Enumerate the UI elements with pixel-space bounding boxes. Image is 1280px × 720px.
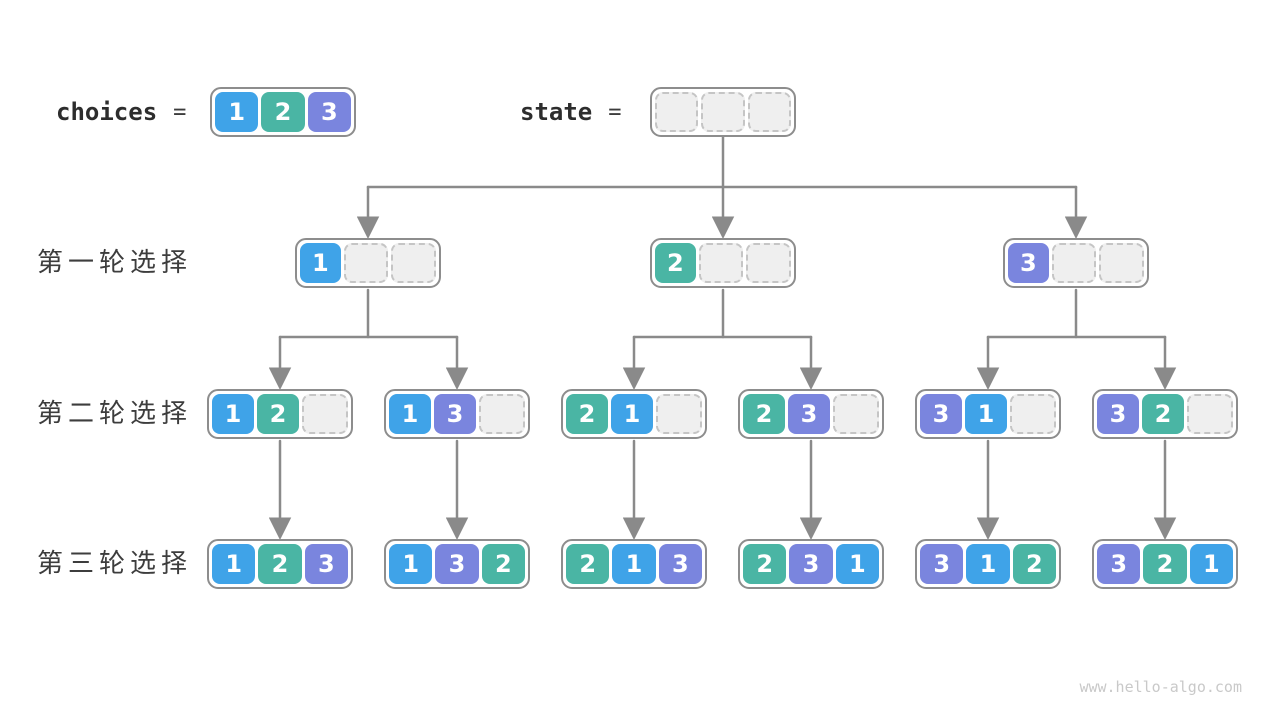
state-label: state <box>520 98 593 126</box>
row-label-round-2: 第二轮选择 <box>37 399 193 429</box>
array-cell-1: 1 <box>835 544 879 584</box>
array-cell-empty <box>302 394 348 434</box>
array-cell-empty <box>747 92 791 132</box>
array-cell-empty <box>698 243 744 283</box>
choices-label: choices <box>56 98 158 126</box>
array-cell-empty <box>343 243 389 283</box>
array-cell-2: 2 <box>743 544 787 584</box>
state-declaration: state = <box>520 87 622 137</box>
state-array-round1-option3: 3 <box>1003 238 1149 288</box>
choices-declaration: choices = <box>56 87 186 137</box>
array-cell-1: 1 <box>389 544 433 584</box>
array-cell-2: 2 <box>566 544 610 584</box>
array-cell-empty <box>1010 394 1056 434</box>
array-cell-2: 2 <box>655 243 696 283</box>
array-cell-1: 1 <box>300 243 341 283</box>
array-cell-1: 1 <box>389 394 431 434</box>
array-cell-1: 1 <box>212 394 254 434</box>
array-cell-empty <box>746 243 792 283</box>
array-cell-2: 2 <box>481 544 525 584</box>
equals-sign: = <box>608 99 622 125</box>
array-cell-1: 1 <box>212 544 256 584</box>
array-cell-empty <box>701 92 745 132</box>
array-cell-1: 1 <box>612 544 656 584</box>
array-cell-empty <box>479 394 525 434</box>
state-array-round1-option1: 1 <box>295 238 441 288</box>
array-cell-2: 2 <box>743 394 785 434</box>
array-cell-3: 3 <box>920 394 962 434</box>
array-cell-3: 3 <box>658 544 702 584</box>
array-cell-2: 2 <box>566 394 608 434</box>
row-label-round-1: 第一轮选择 <box>37 248 193 278</box>
array-cell-1: 1 <box>966 544 1010 584</box>
array-cell-2: 2 <box>258 544 302 584</box>
array-cell-2: 2 <box>1142 394 1184 434</box>
array-cell-empty <box>655 92 699 132</box>
array-cell-3: 3 <box>1097 394 1139 434</box>
array-cell-3: 3 <box>1097 544 1141 584</box>
array-cell-empty <box>833 394 879 434</box>
array-cell-3: 3 <box>920 544 964 584</box>
array-cell-1: 1 <box>965 394 1007 434</box>
array-cell-2: 2 <box>261 92 305 132</box>
array-cell-empty <box>1099 243 1145 283</box>
array-cell-3: 3 <box>788 394 830 434</box>
array-cell-3: 3 <box>1008 243 1049 283</box>
array-cell-3: 3 <box>304 544 348 584</box>
array-cell-2: 2 <box>257 394 299 434</box>
array-cell-empty <box>391 243 437 283</box>
array-cell-2: 2 <box>1143 544 1187 584</box>
array-cell-1: 1 <box>1189 544 1233 584</box>
array-cell-1: 1 <box>215 92 259 132</box>
array-cell-empty <box>1051 243 1097 283</box>
watermark: www.hello-algo.com <box>1079 678 1242 696</box>
row-label-round-3: 第三轮选择 <box>37 549 193 579</box>
array-cell-3: 3 <box>435 544 479 584</box>
array-cell-3: 3 <box>307 92 351 132</box>
state-array-round1-option2: 2 <box>650 238 796 288</box>
equals-sign: = <box>173 99 187 125</box>
state-array <box>650 87 796 137</box>
array-cell-empty <box>1187 394 1233 434</box>
array-cell-3: 3 <box>434 394 476 434</box>
array-cell-2: 2 <box>1012 544 1056 584</box>
array-cell-3: 3 <box>789 544 833 584</box>
array-cell-1: 1 <box>611 394 653 434</box>
array-cell-empty <box>656 394 702 434</box>
